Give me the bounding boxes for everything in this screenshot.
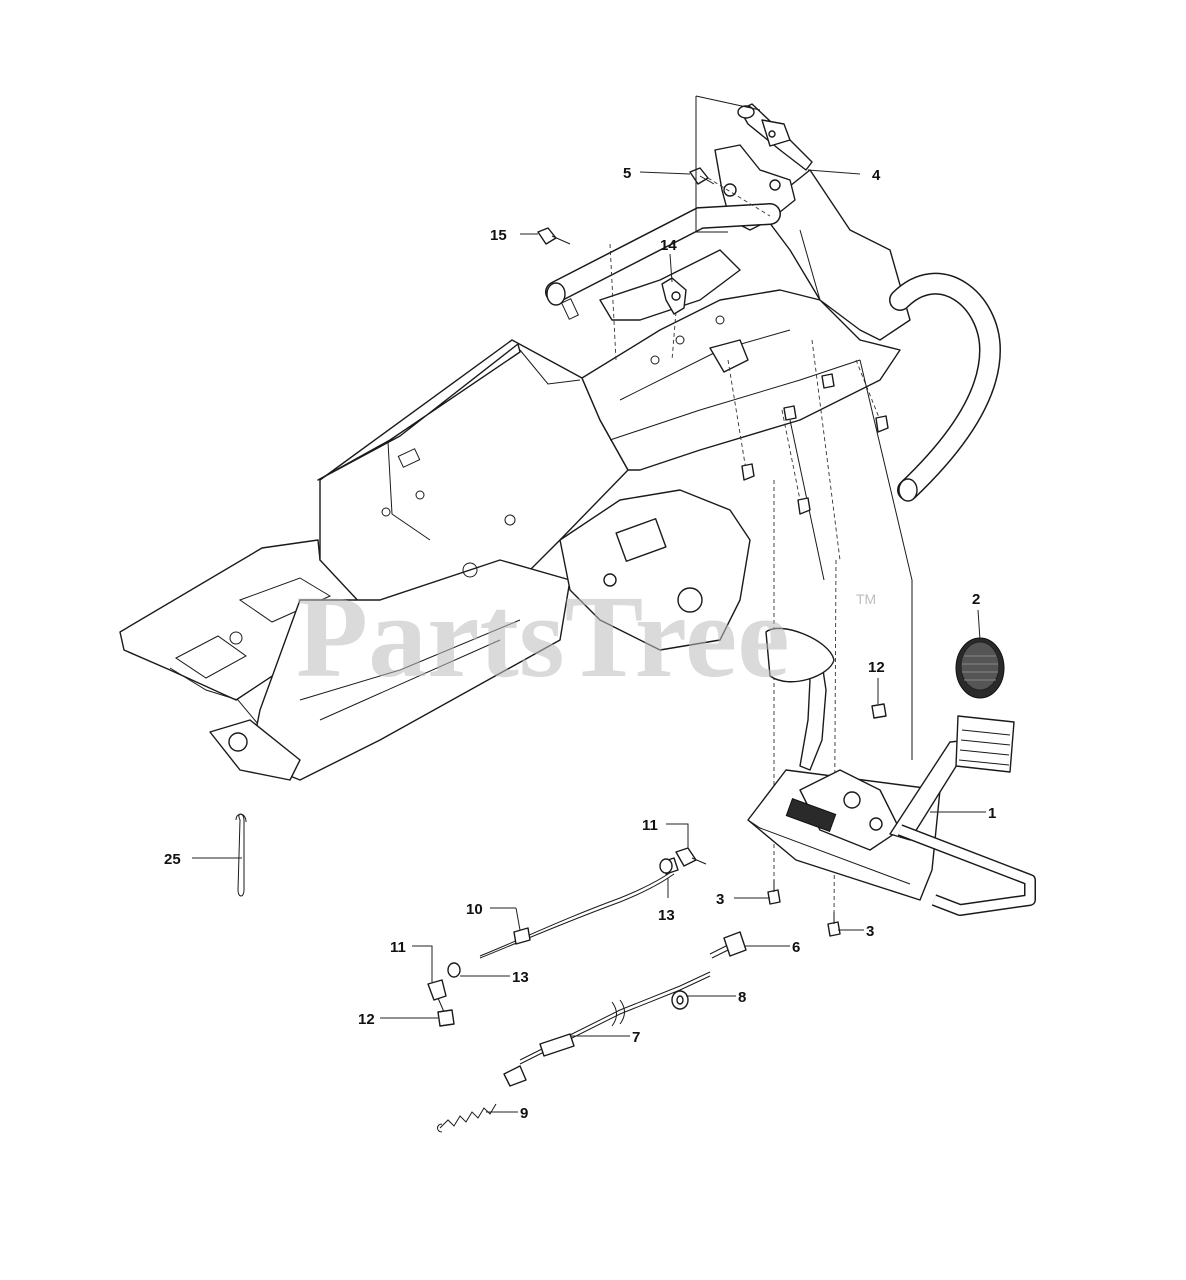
clip-14 <box>661 277 687 315</box>
callout-9: 9 <box>520 1105 528 1122</box>
callout-13-lower: 13 <box>512 969 529 986</box>
bolt-5 <box>689 167 715 185</box>
nut-13-upper <box>659 858 673 874</box>
frame-nuts <box>741 373 889 515</box>
callout-2: 2 <box>972 591 980 608</box>
callout-labels: 5 4 15 14 2 12 1 11 25 3 3 10 13 6 11 13… <box>164 165 996 1122</box>
washer-8 <box>671 990 689 1010</box>
ball-joint-11-bottom <box>427 979 455 1027</box>
callout-10: 10 <box>466 901 483 918</box>
callout-3-left: 3 <box>716 891 724 908</box>
callout-15: 15 <box>490 227 507 244</box>
handle-tube <box>545 203 1002 502</box>
callout-11-lower: 11 <box>390 939 406 956</box>
callout-11-upper: 11 <box>642 817 658 834</box>
watermark: PartsTree TM <box>296 571 876 702</box>
pedal-assembly <box>747 627 1036 916</box>
spring-end-6 <box>709 931 747 959</box>
hook-rod-25 <box>235 813 247 897</box>
spring-9 <box>437 1103 497 1133</box>
lever-assembly <box>737 103 813 171</box>
bolt-3-left <box>767 880 781 905</box>
callout-8: 8 <box>738 989 746 1006</box>
callout-1: 1 <box>988 805 996 822</box>
callout-3-right: 3 <box>866 923 874 940</box>
pedal-pad-ridges <box>958 729 1011 766</box>
callout-12-lower: 12 <box>358 1011 375 1028</box>
nut-13-lower <box>447 962 461 978</box>
callout-14: 14 <box>660 237 677 254</box>
bolt-3-right <box>827 912 841 937</box>
bolt-15 <box>537 227 571 245</box>
callout-7: 7 <box>632 1029 640 1046</box>
cable-7 <box>503 971 711 1087</box>
callout-13-upper: 13 <box>658 907 675 924</box>
watermark-trademark: TM <box>856 591 876 607</box>
callout-25: 25 <box>164 851 181 868</box>
nut-12-upper <box>871 703 887 719</box>
pedal-pad-2 <box>955 637 1005 699</box>
leader-lines <box>192 169 986 1113</box>
callout-4: 4 <box>872 167 881 184</box>
callout-5: 5 <box>623 165 631 182</box>
watermark-text: PartsTree <box>296 571 790 702</box>
callout-12-upper: 12 <box>868 659 885 676</box>
ball-joint-11-top <box>675 847 707 867</box>
assembly-guides <box>609 95 913 921</box>
callout-6: 6 <box>792 939 800 956</box>
